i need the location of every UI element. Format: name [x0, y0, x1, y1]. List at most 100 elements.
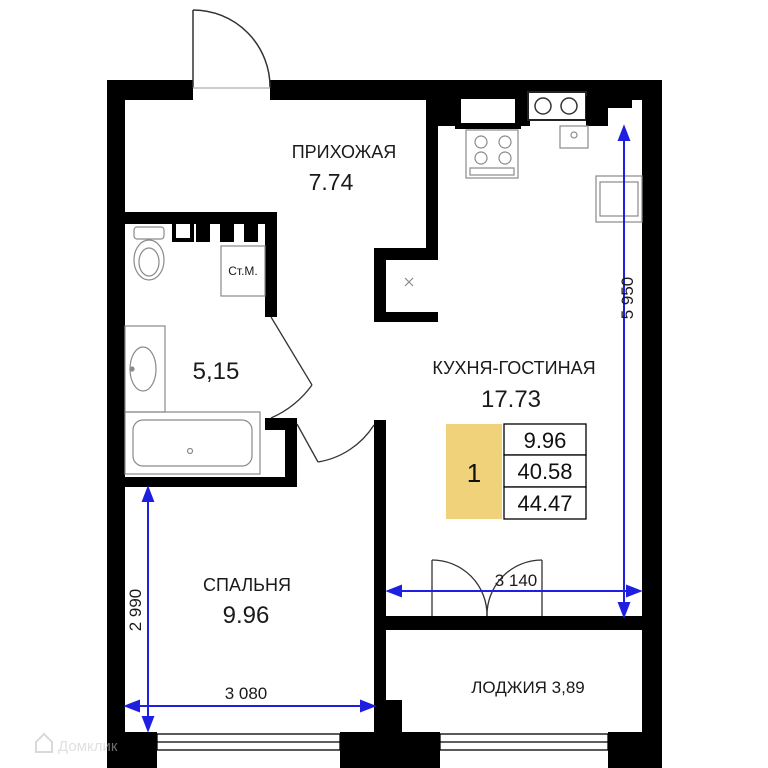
area-without-loggia-value: 40.58 [517, 459, 572, 484]
dim-arrow [360, 699, 377, 713]
stove-panel [469, 167, 515, 176]
kitchen-sink-icon [559, 125, 589, 149]
area-summary-badge: 1 9.96 40.58 44.47 [446, 423, 587, 520]
home-logo-icon [35, 732, 53, 753]
living-area-box [503, 423, 587, 456]
bed-door-swing [317, 424, 375, 463]
wall-bath-right-upper [265, 212, 277, 317]
living-area-value: 9.96 [524, 428, 567, 453]
room-name-bedroom: СПАЛЬНЯ [203, 575, 291, 595]
fridge-door [599, 181, 639, 217]
dimension-lines [123, 124, 643, 733]
bed-door-leaf [296, 423, 319, 463]
vent-circle [560, 97, 578, 115]
dim-label-bedroom-height: 2 990 [126, 589, 145, 632]
outer-walls [107, 80, 662, 768]
wall-hall-bath [107, 212, 277, 224]
room-area-hall: 7.74 [309, 169, 354, 195]
area-without-loggia-box [503, 454, 587, 488]
room-name-hall: ПРИХОЖАЯ [292, 142, 397, 162]
wall-shaft-left [374, 248, 386, 320]
kitchen-fixtures [404, 125, 643, 287]
wall-loggia [386, 616, 642, 630]
kitchen-vent-divider [520, 96, 530, 126]
wall-loggia-bottom-left [386, 700, 402, 732]
dim-label-kitchen-height: 5 950 [618, 277, 637, 320]
loggia-door [431, 559, 543, 617]
dim-arrow [617, 124, 631, 141]
wall-bottom-right [608, 732, 662, 768]
interior-walls [107, 95, 642, 732]
watermark-text: Домклик [58, 738, 118, 755]
loggia-door-swing-right [486, 559, 543, 617]
vent-circle [534, 97, 552, 115]
stove-burner [474, 151, 488, 165]
room-area-bedroom: 9.96 [223, 602, 270, 629]
stove-icon [465, 129, 519, 179]
kitchen-vents: С [437, 91, 608, 129]
bathtub-inner [132, 419, 253, 467]
socket-c-mark: С [437, 94, 445, 106]
dim-arrow [123, 699, 140, 713]
door-swing [192, 9, 271, 89]
washer-label: Ст.М. [228, 264, 258, 278]
rooms-count: 1 [467, 458, 481, 488]
room-area-kitchen-living: 17.73 [481, 386, 541, 413]
fridge-icon [595, 175, 643, 223]
wall-bottom-middle [340, 732, 440, 768]
wall-top-left [107, 80, 193, 100]
bath-door-swing [270, 384, 313, 419]
washing-machine-icon [220, 245, 266, 297]
dim-arrow [141, 716, 155, 733]
windows [156, 733, 609, 751]
dim-label-kitchen-width: 3 140 [495, 571, 538, 590]
wall-shaft-top [374, 248, 438, 260]
vent-block [244, 220, 258, 242]
toilet-bowl [138, 247, 160, 277]
dim-arrow [385, 584, 402, 598]
vent-block-inner [176, 224, 190, 238]
total-area-box [503, 486, 587, 520]
rooms-count-box [446, 424, 502, 519]
shaft-cross [404, 277, 414, 287]
toilet-icon [133, 239, 165, 281]
stove-burner [474, 135, 488, 149]
kitchen-vent-block [586, 96, 608, 126]
stove-burner [498, 151, 512, 165]
stove-burner [498, 135, 512, 149]
wall-shaft-bottom [374, 312, 438, 322]
wall-bottom-left [107, 732, 157, 768]
wall-left [107, 80, 125, 768]
bedroom-door [296, 423, 375, 463]
vent-block [220, 220, 234, 242]
dim-arrow [617, 602, 631, 619]
kitchen-sink-drain [570, 131, 578, 139]
dim-arrow [626, 584, 643, 598]
sink-tap [129, 366, 135, 372]
wall-bath-corner [285, 418, 297, 487]
wall-bedroom-kitchen [374, 420, 386, 732]
bath-door-leaf [270, 316, 313, 386]
loggia-door-swing-left [431, 559, 488, 617]
dim-label-bedroom-width: 3 080 [225, 684, 268, 703]
vent-blocks [172, 220, 258, 242]
total-area-value: 44.47 [517, 491, 572, 516]
bathroom-fixtures [124, 226, 266, 475]
front-door [192, 9, 271, 89]
wall-right [642, 80, 662, 768]
wall-hall-kitchen [426, 95, 438, 260]
room-area-bathroom: 5,15 [193, 358, 240, 385]
bathtub-drain [186, 447, 194, 455]
bathtub-icon [124, 411, 261, 475]
watermark: Домклик [35, 732, 118, 755]
kitchen-vent [455, 93, 521, 129]
toilet-tank [133, 226, 165, 240]
room-name-kitchen-living: КУХНЯ-ГОСТИНАЯ [432, 358, 595, 378]
room-label-loggia: ЛОДЖИЯ 3,89 [471, 678, 585, 697]
wall-kitchen-block [432, 108, 458, 126]
vent-block [196, 220, 210, 242]
wall-bath-bedroom [107, 477, 297, 487]
bathroom-door [270, 316, 313, 419]
dim-arrow [141, 485, 155, 502]
